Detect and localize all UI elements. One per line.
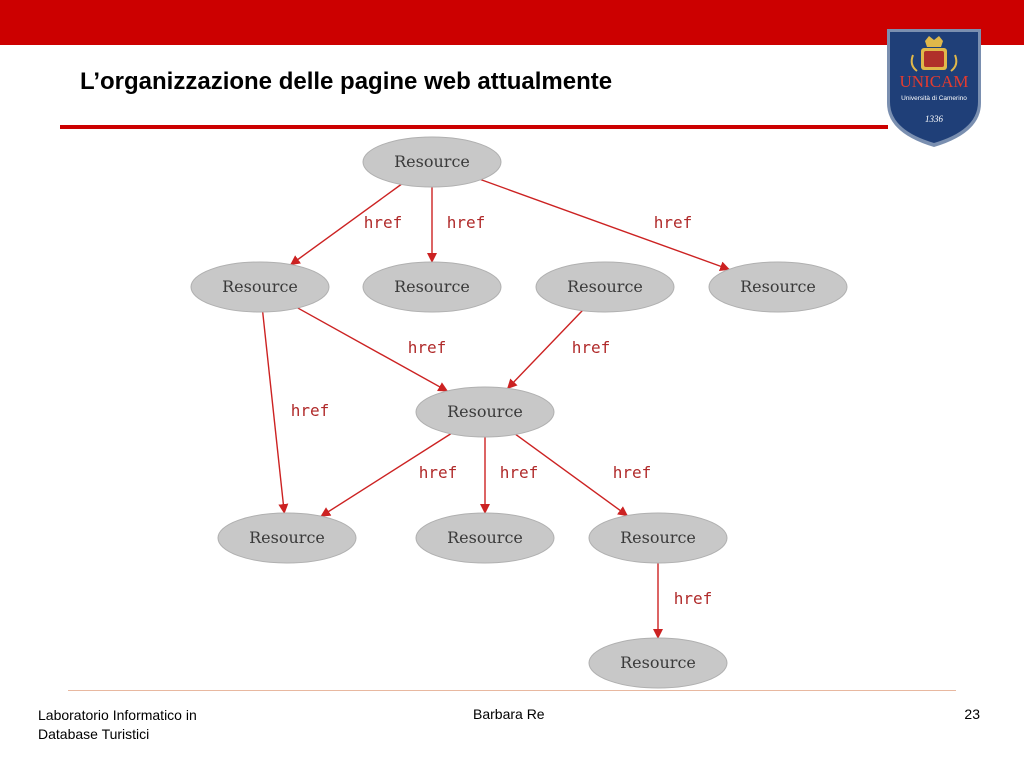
edge-arrow	[320, 433, 452, 517]
resource-node-shape	[190, 261, 330, 313]
resource-node-shape	[708, 261, 848, 313]
resource-node-shape	[415, 512, 555, 564]
title-underline	[60, 125, 888, 129]
resource-node: Resource	[415, 512, 555, 564]
edge-arrow	[480, 178, 731, 271]
resource-node-label: Resource	[620, 653, 696, 672]
edge-labels-layer: href href href href href href href href href href	[291, 213, 713, 608]
footer-course-line2: Database Turistici	[38, 726, 150, 742]
resource-node-label: Resource	[620, 528, 696, 547]
resource-node-shape	[217, 512, 357, 564]
resource-node-shape	[362, 136, 502, 188]
edge-label: href	[572, 338, 611, 357]
resource-node-label: Resource	[447, 528, 523, 547]
resource-node: Resource	[217, 512, 357, 564]
edge-arrow	[297, 307, 449, 392]
logo-name: UNICAM	[900, 72, 969, 91]
resource-node-label: Resource	[222, 277, 298, 296]
edge-label: href	[654, 213, 693, 232]
resource-node-shape	[362, 261, 502, 313]
logo-year: 1336	[925, 114, 944, 124]
top-banner	[0, 0, 1024, 45]
crest-emblem	[910, 36, 958, 72]
edge-label: href	[613, 463, 652, 482]
footer-divider	[68, 690, 956, 691]
resource-node-label: Resource	[394, 152, 470, 171]
edge-label: href	[419, 463, 458, 482]
edge-arrow	[261, 311, 289, 515]
edge-label: href	[408, 338, 447, 357]
edge-label: href	[364, 213, 403, 232]
resource-node: Resource	[362, 261, 502, 313]
resource-node-label: Resource	[567, 277, 643, 296]
slide-title: L’organizzazione delle pagine web attual…	[80, 68, 613, 95]
resource-node-shape	[588, 637, 728, 689]
resource-node-label: Resource	[740, 277, 816, 296]
resource-node: Resource	[190, 261, 330, 313]
resource-node: Resource	[588, 512, 728, 564]
logo-subtitle: Università di Camerino	[901, 95, 967, 102]
footer-author: Barbara Re	[473, 706, 545, 722]
edge-arrow	[289, 183, 402, 266]
edge-label: href	[291, 401, 330, 420]
resource-node-shape	[415, 386, 555, 438]
resource-node: Resource	[535, 261, 675, 313]
resource-node: Resource	[708, 261, 848, 313]
footer-course: Laboratorio Informatico in Database Turi…	[38, 706, 197, 744]
resource-node: Resource	[588, 637, 728, 689]
edge-arrow	[506, 310, 583, 390]
page-number: 23	[964, 706, 980, 722]
resource-node-label: Resource	[394, 277, 470, 296]
footer-course-line1: Laboratorio Informatico in	[38, 707, 197, 723]
edge-arrow	[515, 433, 629, 517]
resource-node: Resource	[415, 386, 555, 438]
edge-label: href	[447, 213, 486, 232]
resource-node-label: Resource	[249, 528, 325, 547]
unicam-logo: UNICAM Università di Camerino 1336	[883, 25, 985, 150]
resource-node-label: Resource	[447, 402, 523, 421]
edge-label: href	[674, 589, 713, 608]
edge-label: href	[500, 463, 539, 482]
university-crest-icon: UNICAM Università di Camerino 1336	[887, 29, 981, 147]
resource-node-shape	[535, 261, 675, 313]
resource-node: Resource	[362, 136, 502, 188]
edges-layer	[261, 178, 731, 639]
resource-node-shape	[588, 512, 728, 564]
